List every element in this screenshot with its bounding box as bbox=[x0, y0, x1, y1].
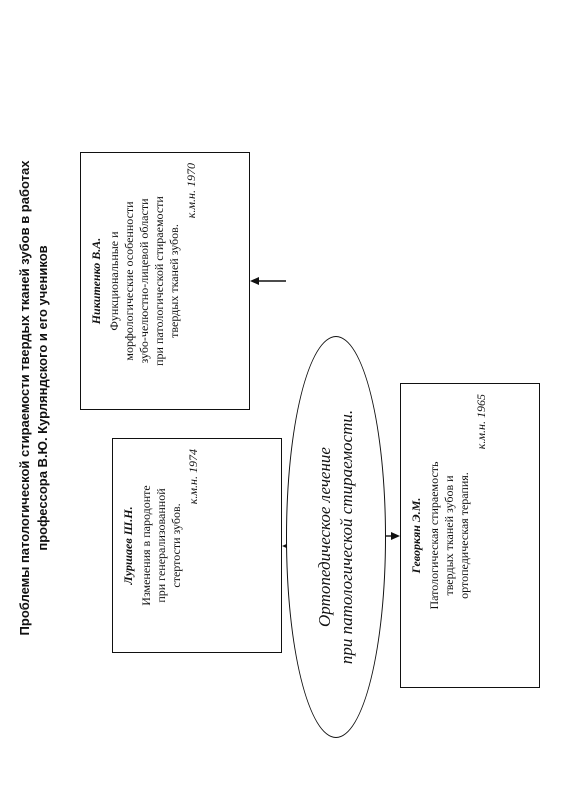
nikitenko-line-1: Функциональные и bbox=[107, 231, 121, 331]
center-ellipse: Ортопедическое лечение при патологическо… bbox=[286, 336, 386, 738]
box-nikitenko: Никитенко В.А. Функциональные и морфолог… bbox=[80, 152, 250, 410]
nikitenko-line-3: зубо-челюстно-лицевой области bbox=[137, 198, 151, 364]
nikitenko-line-5: твердых тканей зубов. bbox=[167, 224, 181, 338]
degree-purshaev: к.м.н. 1974 bbox=[186, 449, 200, 505]
purshaev-line-3: стертости зубов. bbox=[169, 503, 183, 588]
nikitenko-line-2: морфологические особенности bbox=[122, 201, 136, 361]
box-purshaev: Луршаев Ш.Н. Изменения в пародонте при г… bbox=[112, 438, 282, 653]
author-nikitenko: Никитенко В.А. bbox=[89, 237, 103, 325]
nikitenko-line-4: при патологической стираемости bbox=[152, 196, 166, 366]
degree-geworkyan: к.м.н. 1965 bbox=[474, 394, 488, 450]
geworkyan-line-3: ортопедическая терапия. bbox=[457, 472, 471, 599]
diagram-title: Проблемы патологической стираемости твер… bbox=[16, 38, 52, 758]
purshaev-line-1: Изменения в пародонте bbox=[139, 485, 153, 606]
geworkyan-line-1: Патологическая стираемость bbox=[427, 461, 441, 610]
box-geworkyan: Геворкян Э.М. Патологическая стираемость… bbox=[400, 383, 540, 688]
arrowhead-geworkyan bbox=[391, 532, 400, 540]
purshaev-line-2: при генерализованной bbox=[154, 488, 168, 603]
center-line-1: Ортопедическое лечение bbox=[315, 447, 334, 627]
geworkyan-line-2: твердых тканей зубов и bbox=[442, 475, 456, 596]
author-geworkyan: Геворкян Э.М. bbox=[409, 497, 423, 574]
center-line-2: при патологической стираемости. bbox=[337, 409, 356, 665]
arrowhead-nikitenko bbox=[250, 277, 259, 285]
title-line-1: Проблемы патологической стираемости твер… bbox=[17, 160, 32, 636]
title-line-2: профессора В.Ю. Курляндского и его учени… bbox=[35, 245, 50, 551]
degree-nikitenko: к.м.н. 1970 bbox=[184, 163, 198, 219]
author-purshaev: Луршаев Ш.Н. bbox=[121, 506, 135, 585]
